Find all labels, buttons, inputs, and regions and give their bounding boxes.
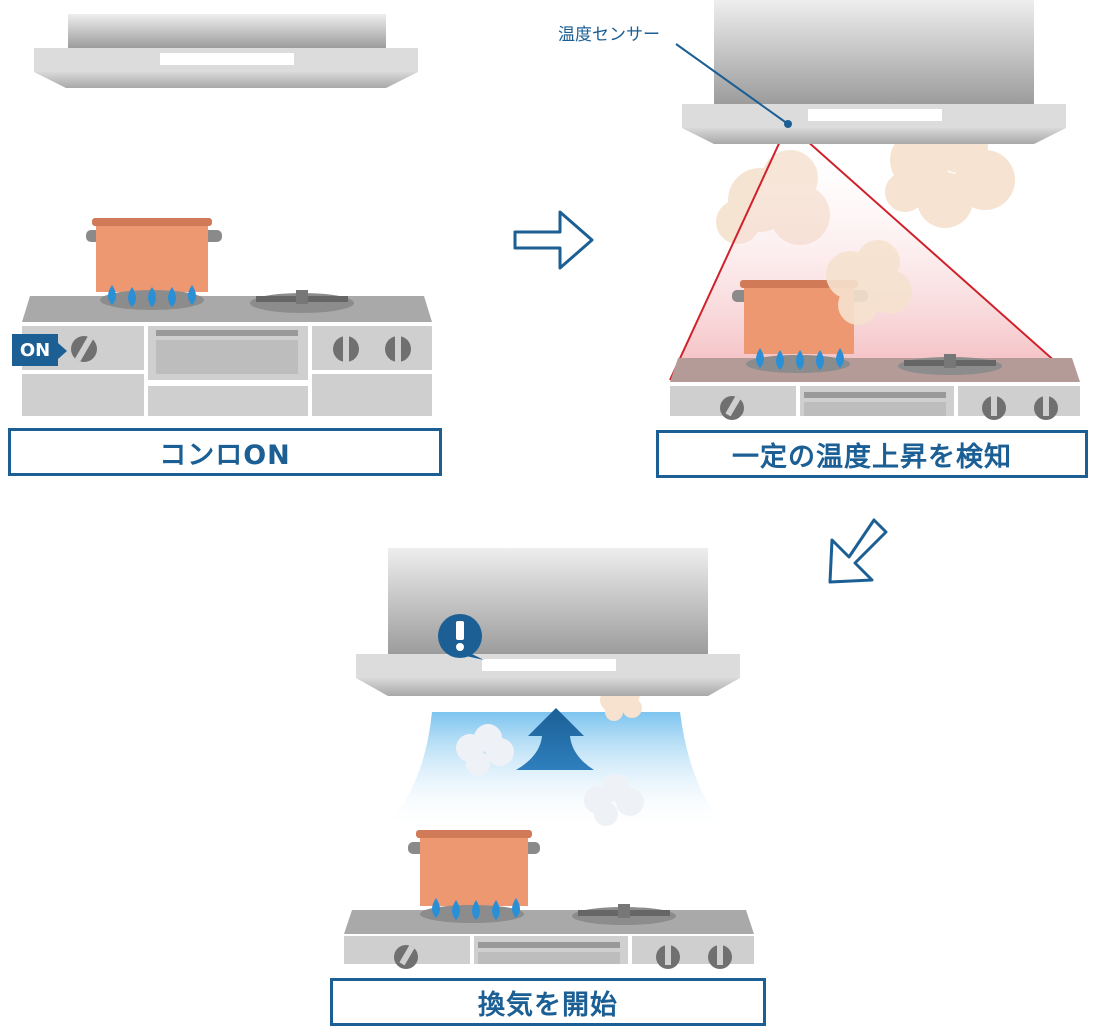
step-caption-1: コンロON: [8, 428, 442, 476]
burner: [898, 354, 1002, 375]
flame-icon: [108, 285, 196, 307]
range-hood: [34, 14, 418, 88]
burner: [250, 290, 354, 313]
arrow-right-icon: [513, 210, 594, 270]
gas-stove: [22, 290, 432, 416]
arrow-up-icon: [516, 708, 594, 770]
smoke-cloud: [584, 774, 644, 826]
sensor-pointer: [675, 43, 792, 128]
smoke-cloud: [826, 240, 912, 325]
stove-knob: [1034, 396, 1058, 420]
stove-knob: [71, 336, 97, 362]
flame-icon: [756, 348, 844, 370]
stove-knob: [708, 945, 732, 969]
stove-knob: [982, 396, 1006, 420]
stove-knob: [656, 945, 680, 969]
stove-knob: [385, 336, 411, 362]
alert-icon: [438, 614, 484, 660]
stove-knob: [333, 336, 359, 362]
gas-stove: [670, 354, 1080, 420]
cooking-pot: [86, 218, 222, 310]
burner: [572, 904, 676, 925]
cooking-pot: [408, 830, 540, 923]
stove-knob: [720, 396, 744, 420]
range-hood: [682, 0, 1066, 144]
flame-icon: [432, 898, 520, 920]
sensor-label: 温度センサー: [558, 25, 660, 45]
step-caption-2: 一定の温度上昇を検知: [656, 430, 1088, 478]
stove-knob: [394, 945, 418, 969]
range-hood: [356, 548, 740, 696]
gas-stove: [344, 904, 754, 969]
on-badge: ON: [12, 334, 67, 366]
step-caption-3: 換気を開始: [330, 978, 766, 1026]
arrow-down-left-icon: [828, 518, 888, 584]
smoke-cloud: [456, 724, 514, 776]
